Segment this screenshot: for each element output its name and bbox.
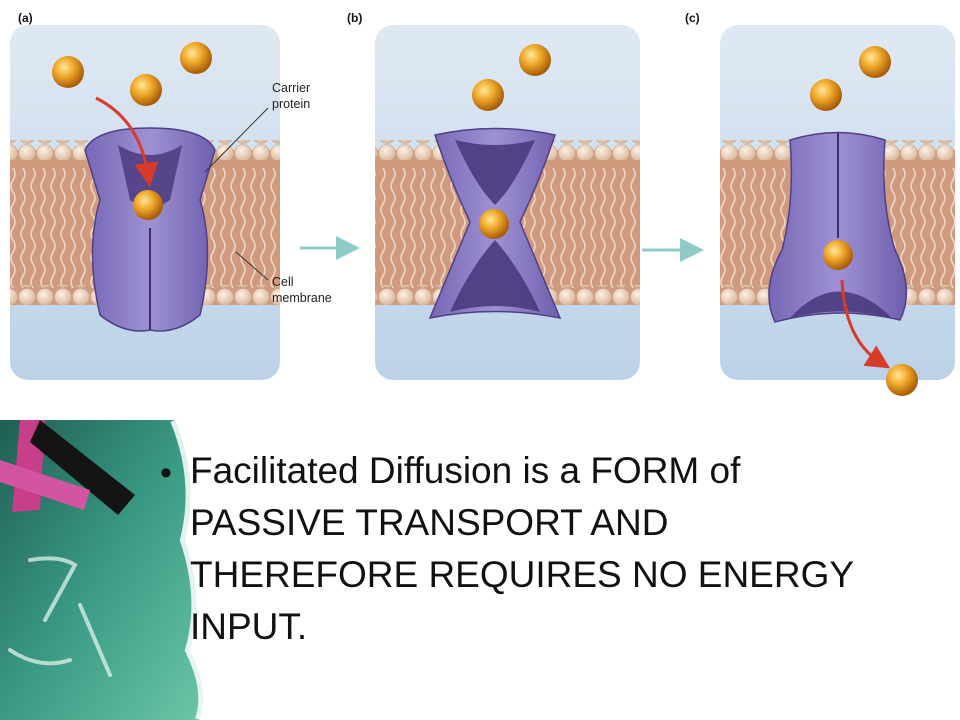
callouts: Carrier protein Cell membrane [204,81,332,305]
panel-b: (b) [347,11,640,380]
callout-cell-membrane-line1: Cell [272,275,294,289]
molecule [859,46,891,78]
panel-label-c: (c) [685,11,700,25]
panel-c: (c) [685,11,955,396]
chalkboard-scribble-icon [8,556,112,677]
chalkboard-decoration [0,420,209,720]
exit-arrow [840,279,891,369]
bullet-marker: • [160,454,172,492]
molecule [823,240,853,270]
callout-carrier-protein-line2: protein [272,97,310,111]
panel-label-b: (b) [347,11,362,25]
callout-cell-membrane-line2: membrane [272,291,332,305]
molecule [472,79,504,111]
panel-a: (a) [10,11,280,380]
panel-label-a: (a) [18,11,33,25]
molecule [180,42,212,74]
bullet-text: Facilitated Diffusion is a FORM of PASSI… [190,450,854,647]
entry-arrow [95,96,159,187]
molecule [133,190,163,220]
molecule [886,364,918,396]
callout-carrier-protein-line1: Carrier [272,81,310,95]
facilitated-diffusion-diagram: (a) Carrier protein Cell membrane (b) [10,11,955,396]
molecule [810,79,842,111]
chalk-stick-icon [0,420,135,515]
molecule [130,74,162,106]
molecule [52,56,84,88]
molecule [519,44,551,76]
molecule [479,209,509,239]
